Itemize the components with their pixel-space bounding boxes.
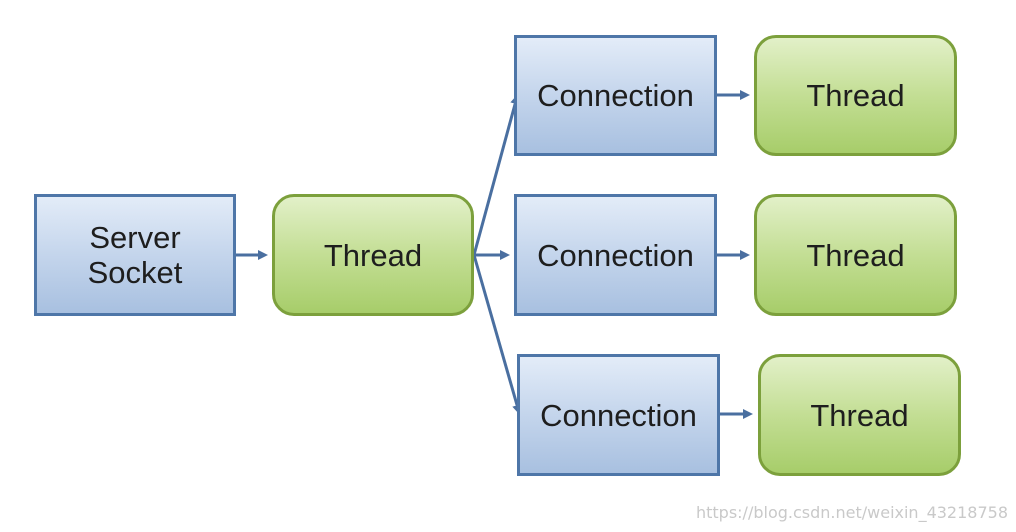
connection-1-node: Connection (514, 35, 717, 156)
watermark-url: https://blog.csdn.net/weixin_43218758 (695, 503, 1008, 522)
thread-main-node: Thread (272, 194, 474, 316)
thread-1-node: Thread (754, 35, 957, 156)
arrow-thread-to-connection-1 (472, 94, 520, 256)
thread-1-label: Thread (806, 78, 905, 113)
server-socket-label-line1: Server (89, 220, 181, 255)
arrow-thread-to-connection-3 (472, 254, 522, 415)
connection-2-label: Connection (537, 237, 694, 273)
connection-3-label: Connection (540, 397, 697, 433)
connection-3-node: Connection (517, 354, 720, 476)
thread-2-label: Thread (806, 237, 905, 273)
thread-main-label: Thread (323, 237, 423, 273)
thread-3-node: Thread (758, 354, 961, 476)
thread-3-label: Thread (810, 397, 909, 433)
server-socket-label-line2: Socket (87, 255, 183, 290)
thread-2-node: Thread (754, 194, 957, 316)
connection-2-node: Connection (514, 194, 717, 316)
server-socket-node: Server Socket (34, 194, 236, 316)
connection-1-label: Connection (537, 78, 694, 113)
